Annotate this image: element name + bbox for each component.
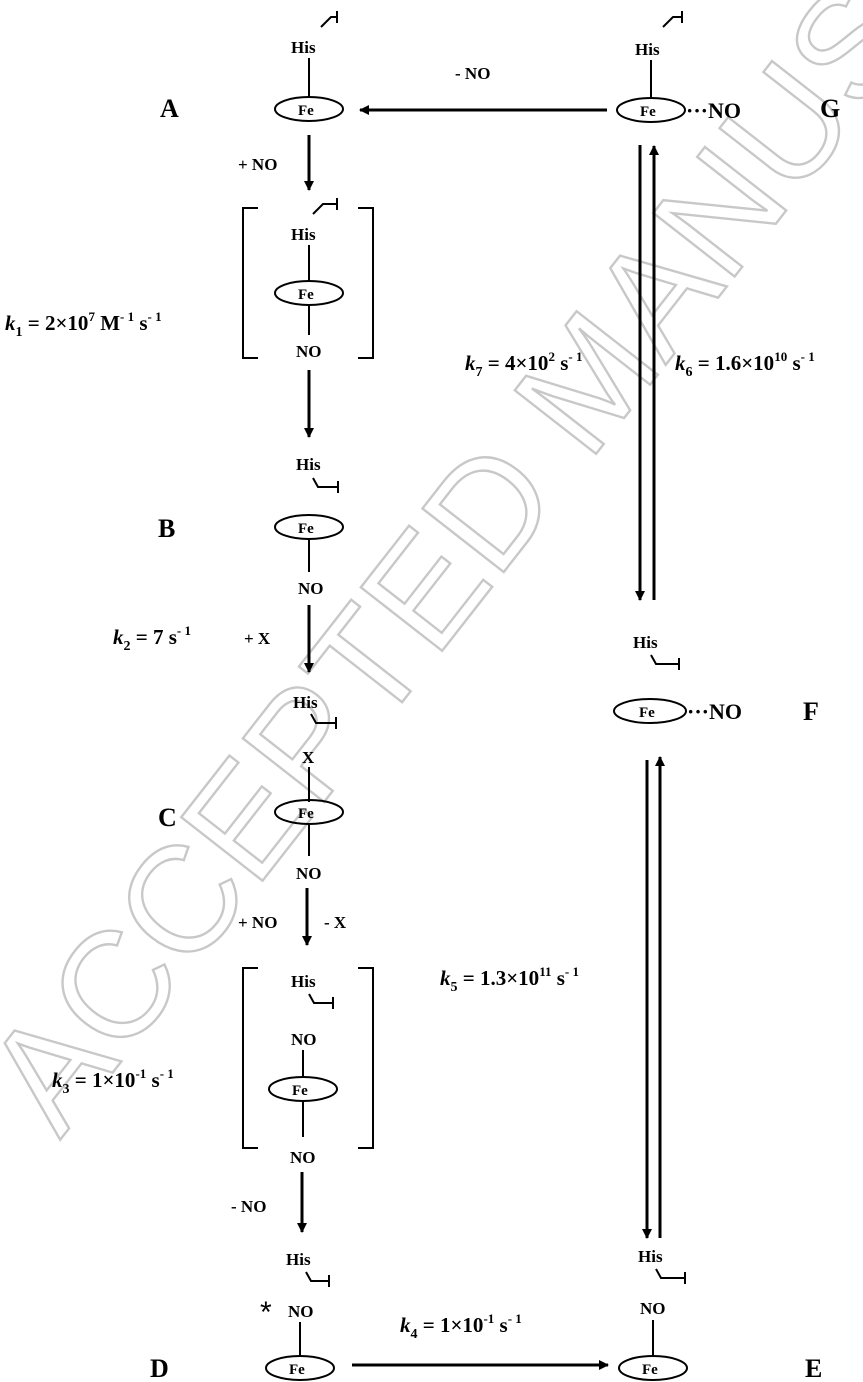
x-label: X [302, 748, 315, 767]
rate-k1: k1 = 2×107 M- 1 s- 1 [5, 309, 162, 340]
state-g: G His Fe ···NO [616, 11, 840, 123]
fe-label: Fe [289, 1362, 305, 1378]
his-label: His [296, 455, 321, 474]
no-label: NO [296, 342, 322, 361]
fe-label: Fe [298, 521, 314, 537]
star-mark: * [260, 1296, 272, 1329]
right-bracket [358, 967, 374, 1149]
fe-label: Fe [639, 705, 655, 721]
fe-label: Fe [640, 104, 656, 120]
state-f: F His Fe ···NO [613, 633, 819, 726]
intermediate-2: His NO Fe NO [242, 967, 374, 1167]
left-bracket [242, 967, 258, 1149]
his-label: His [291, 38, 316, 57]
plus-x-label: + X [244, 629, 271, 648]
rate-k4: k4 = 1×10-1 s- 1 [400, 1311, 522, 1342]
minus-no-label: - NO [455, 64, 490, 83]
state-d-label: D [150, 1354, 169, 1382]
plus-no-label: + NO [238, 155, 277, 174]
no-label: NO [296, 864, 322, 883]
his-tether-icon [320, 11, 338, 28]
his-label: His [286, 1250, 311, 1269]
state-e: E His NO Fe [618, 1247, 822, 1382]
rate-k7: k7 = 4×102 s- 1 [465, 349, 582, 380]
heme-ellipse [613, 698, 687, 724]
minus-no-label-2: - NO [231, 1197, 266, 1216]
fe-label: Fe [298, 287, 314, 303]
weak-no-label: ···NO [686, 98, 741, 123]
state-c-label: C [158, 803, 177, 832]
his-label: His [638, 1247, 663, 1266]
fe-label: Fe [298, 806, 314, 822]
his-detached-icon [305, 1271, 330, 1287]
his-detached-icon [650, 654, 680, 670]
fe-label: Fe [298, 103, 314, 119]
his-tether-icon [662, 11, 683, 28]
state-c: C His X Fe NO [158, 693, 344, 883]
right-bracket [358, 207, 374, 359]
his-detached-icon [312, 477, 339, 493]
state-e-label: E [805, 1354, 822, 1382]
state-f-label: F [803, 697, 819, 726]
no-label: NO [640, 1299, 666, 1318]
state-a: A His Fe [160, 11, 344, 123]
no-label: NO [291, 1030, 317, 1049]
rate-k6: k6 = 1.6×1010 s- 1 [675, 349, 815, 380]
state-g-label: G [820, 94, 840, 123]
minus-x-label: - X [324, 913, 347, 932]
intermediate-1: His Fe NO [242, 198, 374, 361]
no-label: NO [290, 1148, 316, 1167]
weak-no-label: ···NO [687, 699, 742, 724]
rate-k2: k2 = 7 s- 1 [113, 623, 191, 654]
fe-label: Fe [292, 1083, 308, 1099]
heme-ellipse [618, 1355, 688, 1381]
his-label: His [293, 693, 318, 712]
state-b-label: B [158, 514, 175, 543]
his-detached-icon [655, 1268, 686, 1284]
his-label: His [635, 40, 660, 59]
watermark: ACCEPTED MANUSCRIPT [0, 0, 863, 1161]
state-b: B His Fe NO [158, 455, 344, 598]
heme-ellipse [616, 97, 686, 123]
left-bracket [242, 207, 258, 359]
his-label: His [291, 972, 316, 991]
state-a-label: A [160, 94, 179, 123]
heme-ellipse [265, 1355, 335, 1381]
his-label: His [633, 633, 658, 652]
rate-k3: k3 = 1×10-1 s- 1 [52, 1066, 174, 1097]
no-label: NO [288, 1302, 314, 1321]
his-tether-icon [312, 198, 338, 215]
rate-k5: k5 = 1.3×1011 s- 1 [440, 964, 579, 995]
no-label: NO [298, 579, 324, 598]
heme-ellipse [274, 96, 344, 122]
plus-no-label-2: + NO [238, 913, 277, 932]
his-label: His [291, 225, 316, 244]
fe-label: Fe [642, 1362, 658, 1378]
his-detached-icon [308, 993, 334, 1009]
his-detached-icon [310, 713, 337, 729]
state-d: D His * NO Fe [150, 1250, 335, 1382]
